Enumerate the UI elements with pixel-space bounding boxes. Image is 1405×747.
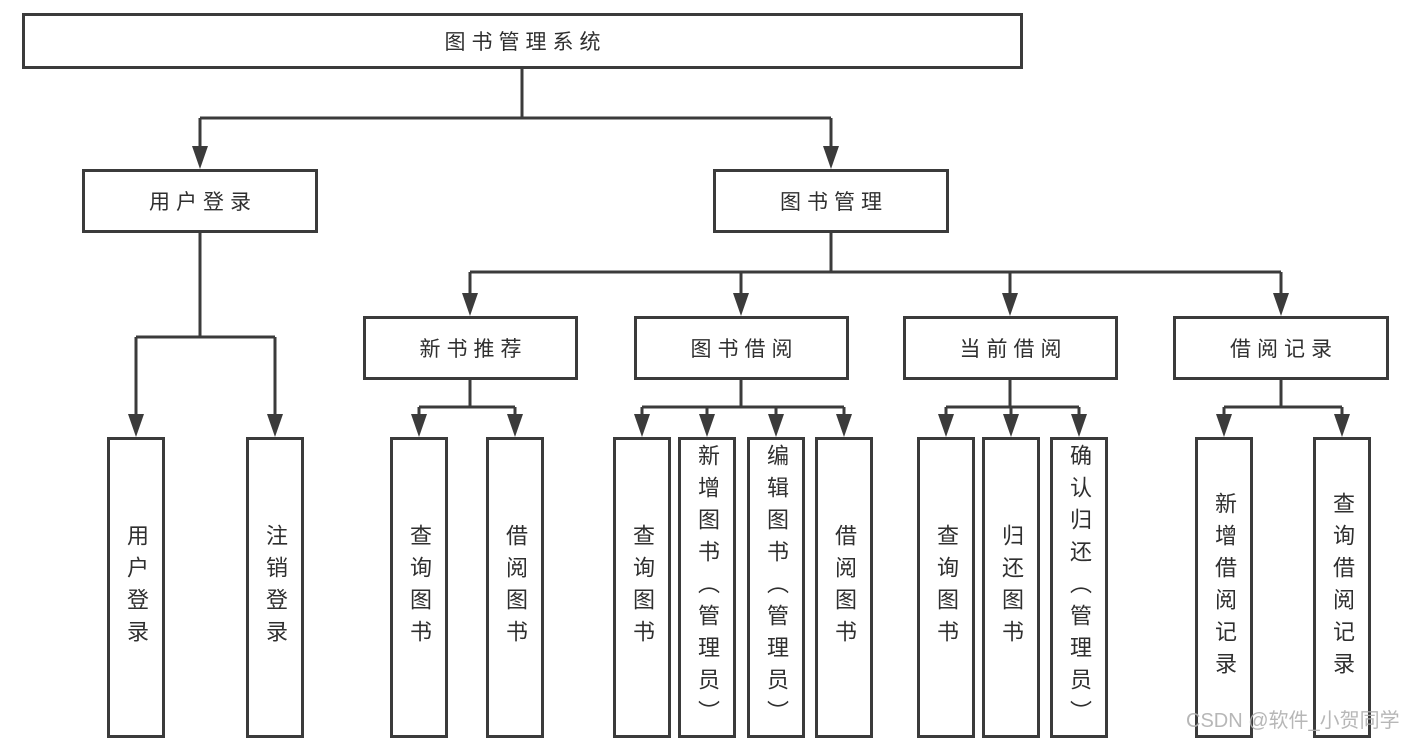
leaf-query-books-3-label: 查询图书 — [934, 523, 959, 652]
node-user-login-label: 用户登录 — [149, 191, 257, 214]
leaf-edit-book-admin-label: 编辑图书（管理员） — [764, 443, 789, 732]
leaf-borrow-books-2: 借阅图书 — [815, 437, 873, 738]
leaf-add-borrow-record-label: 新增借阅记录 — [1212, 491, 1237, 684]
leaf-confirm-return-admin: 确认归还（管理员） — [1050, 437, 1108, 738]
leaf-return-book-label: 归还图书 — [999, 523, 1024, 652]
node-book-management-label: 图书管理 — [780, 191, 888, 214]
connector-current-borrowing — [938, 380, 1087, 437]
connector-user-login — [128, 233, 283, 437]
connector-new-book-recommend — [411, 380, 523, 437]
connector-borrow-records — [1216, 380, 1350, 437]
node-borrow-records-label: 借阅记录 — [1230, 338, 1338, 361]
leaf-user-login-label: 用户登录 — [124, 523, 149, 652]
leaf-borrow-books-2-label: 借阅图书 — [832, 523, 857, 652]
leaf-query-books-2-label: 查询图书 — [630, 523, 655, 652]
node-current-borrowing-label: 当前借阅 — [959, 338, 1068, 361]
node-book-borrowing: 图书借阅 — [634, 316, 849, 380]
leaf-confirm-return-admin-label: 确认归还（管理员） — [1067, 443, 1092, 732]
leaf-query-books-1: 查询图书 — [390, 437, 448, 738]
leaf-logout-label: 注销登录 — [263, 523, 288, 652]
leaf-logout: 注销登录 — [246, 437, 304, 738]
node-borrow-records: 借阅记录 — [1173, 316, 1389, 380]
connector-book-management — [462, 233, 1289, 316]
node-user-login: 用户登录 — [82, 169, 318, 233]
csdn-watermark: CSDN @软件_小贺同学 — [1186, 710, 1400, 732]
node-book-management: 图书管理 — [713, 169, 949, 233]
leaf-user-login: 用户登录 — [107, 437, 165, 738]
leaf-query-borrow-record: 查询借阅记录 — [1313, 437, 1371, 738]
leaf-return-book: 归还图书 — [982, 437, 1040, 738]
node-library-system-label: 图书管理系统 — [444, 31, 607, 54]
node-new-book-recommend-label: 新书推荐 — [419, 338, 528, 361]
leaf-query-borrow-record-label: 查询借阅记录 — [1330, 491, 1355, 684]
connector-root — [192, 69, 839, 169]
leaf-edit-book-admin: 编辑图书（管理员） — [747, 437, 805, 738]
connector-book-borrowing — [634, 380, 852, 437]
leaf-add-book-admin-label: 新增图书（管理员） — [695, 443, 720, 732]
leaf-borrow-books-1: 借阅图书 — [486, 437, 544, 738]
node-library-system: 图书管理系统 — [22, 13, 1023, 69]
leaf-query-books-1-label: 查询图书 — [407, 523, 432, 652]
leaf-add-book-admin: 新增图书（管理员） — [678, 437, 736, 738]
leaf-borrow-books-1-label: 借阅图书 — [503, 523, 528, 652]
leaf-add-borrow-record: 新增借阅记录 — [1195, 437, 1253, 738]
leaf-query-books-2: 查询图书 — [613, 437, 671, 738]
node-book-borrowing-label: 图书借阅 — [690, 338, 799, 361]
node-current-borrowing: 当前借阅 — [903, 316, 1118, 380]
leaf-query-books-3: 查询图书 — [917, 437, 975, 738]
node-new-book-recommend: 新书推荐 — [363, 316, 578, 380]
